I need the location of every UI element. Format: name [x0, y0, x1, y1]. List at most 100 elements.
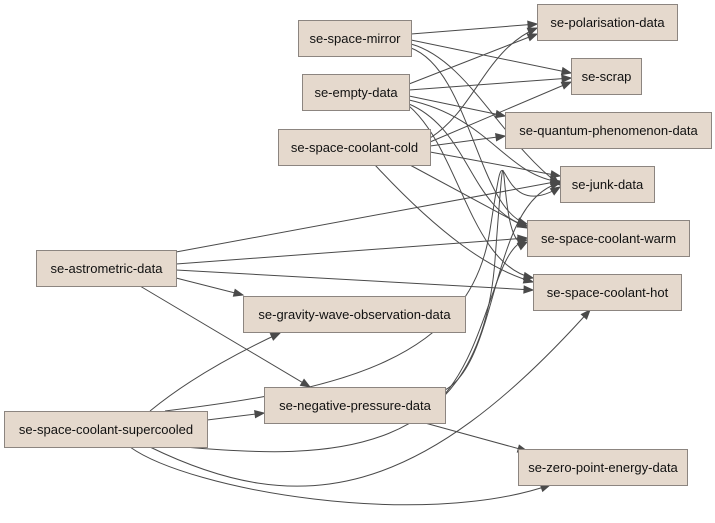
node-box: [36, 250, 177, 287]
edge-line: [429, 151, 561, 177]
node-warm[interactable]: se-space-coolant-warm: [527, 220, 690, 257]
node-hot[interactable]: se-space-coolant-hot: [533, 274, 682, 311]
edge-line: [444, 239, 528, 395]
edge-line: [184, 169, 528, 453]
node-label: se-gravity-wave-observation-data: [258, 307, 451, 322]
edge-cold-to-scrap: [429, 81, 573, 143]
edge-super-to-zero: [129, 446, 552, 506]
edge-line: [175, 277, 244, 296]
edge-line: [175, 237, 528, 265]
edge-astro-to-warm: [175, 234, 529, 265]
node-cold[interactable]: se-space-coolant-cold: [278, 129, 431, 166]
arrowhead: [522, 275, 535, 284]
node-junk[interactable]: se-junk-data: [560, 166, 655, 203]
node-box: [505, 112, 712, 149]
arrowhead: [560, 81, 573, 90]
node-label: se-astrometric-data: [51, 261, 164, 276]
arrowhead: [516, 219, 529, 229]
node-box: [560, 166, 655, 203]
edge-cold-to-junk: [429, 151, 562, 179]
edge-astro-to-negp: [139, 285, 312, 388]
edge-line: [410, 43, 561, 186]
node-box: [518, 449, 688, 486]
edge-cold-to-polar: [429, 27, 539, 139]
node-label: se-space-coolant-warm: [541, 231, 676, 246]
node-label: se-negative-pressure-data: [279, 398, 432, 413]
node-label: se-quantum-phenomenon-data: [519, 123, 698, 138]
node-zero[interactable]: se-zero-point-energy-data: [518, 449, 688, 486]
node-astro[interactable]: se-astrometric-data: [36, 250, 177, 287]
node-box: [298, 20, 412, 57]
edge-line: [410, 39, 572, 74]
node-box: [302, 74, 410, 111]
node-mirror[interactable]: se-space-mirror: [298, 20, 412, 57]
edge-line: [429, 27, 538, 139]
node-label: se-space-coolant-hot: [547, 285, 669, 300]
edge-astro-to-junk: [175, 178, 562, 253]
edge-line: [149, 309, 591, 487]
edge-line: [129, 446, 551, 506]
node-box: [527, 220, 690, 257]
edge-line: [408, 105, 534, 279]
edge-super-to-gravity: [149, 332, 282, 412]
arrowhead: [580, 308, 591, 320]
arrowhead: [516, 237, 529, 246]
edge-line: [408, 103, 528, 227]
node-box: [278, 129, 431, 166]
arrowhead: [526, 33, 539, 42]
arrowhead: [232, 288, 245, 297]
edge-line: [408, 33, 538, 85]
edge-line: [408, 77, 572, 91]
edge-negp-to-zero: [424, 422, 529, 453]
edge-line: [139, 285, 311, 388]
edge-astro-to-hot: [175, 269, 535, 294]
edge-line: [408, 99, 561, 183]
arrowhead: [549, 170, 562, 179]
arrowhead: [526, 27, 539, 36]
node-label: se-space-mirror: [309, 31, 401, 46]
edges-layer: [129, 20, 591, 506]
node-label: se-space-coolant-cold: [291, 140, 418, 155]
arrowhead: [527, 20, 539, 29]
edge-line: [175, 269, 534, 291]
node-super[interactable]: se-space-coolant-supercooled: [4, 411, 208, 448]
arrowhead: [254, 409, 266, 419]
edge-line: [149, 332, 281, 412]
edge-line: [429, 135, 506, 147]
node-gravity[interactable]: se-gravity-wave-observation-data: [243, 296, 466, 333]
edge-mirror-to-polar: [410, 20, 539, 35]
node-quantum[interactable]: se-quantum-phenomenon-data: [505, 112, 712, 149]
node-label: se-junk-data: [572, 177, 644, 192]
arrowhead: [560, 66, 573, 76]
node-negp[interactable]: se-negative-pressure-data: [264, 387, 446, 424]
edge-mirror-to-scrap: [410, 39, 573, 76]
node-label: se-zero-point-energy-data: [528, 460, 678, 475]
edge-line: [410, 23, 538, 35]
arrowhead: [549, 181, 562, 190]
edge-cold-to-quantum: [429, 133, 507, 147]
edge-line: [206, 412, 265, 421]
edge-line: [374, 164, 534, 283]
edge-line: [175, 180, 561, 253]
node-empty[interactable]: se-empty-data: [302, 74, 410, 111]
edge-line: [429, 81, 572, 143]
arrowhead: [495, 133, 507, 142]
node-label: se-space-coolant-supercooled: [19, 422, 193, 437]
edge-line: [410, 47, 528, 225]
node-label: se-scrap: [582, 69, 632, 84]
arrowhead: [523, 285, 535, 294]
edge-astro-to-gravity: [175, 277, 245, 297]
edge-negp-to-warm: [444, 237, 529, 395]
node-box: [537, 4, 678, 41]
node-label: se-polarisation-data: [550, 15, 665, 30]
node-box: [264, 387, 446, 424]
node-scrap[interactable]: se-scrap: [571, 58, 642, 95]
edge-empty-to-scrap: [408, 74, 573, 91]
node-box: [243, 296, 466, 333]
arrowhead: [299, 378, 312, 388]
edge-super-to-negp: [206, 409, 266, 421]
node-polar[interactable]: se-polarisation-data: [537, 4, 678, 41]
edge-line: [424, 422, 528, 452]
arrowhead: [561, 74, 573, 83]
